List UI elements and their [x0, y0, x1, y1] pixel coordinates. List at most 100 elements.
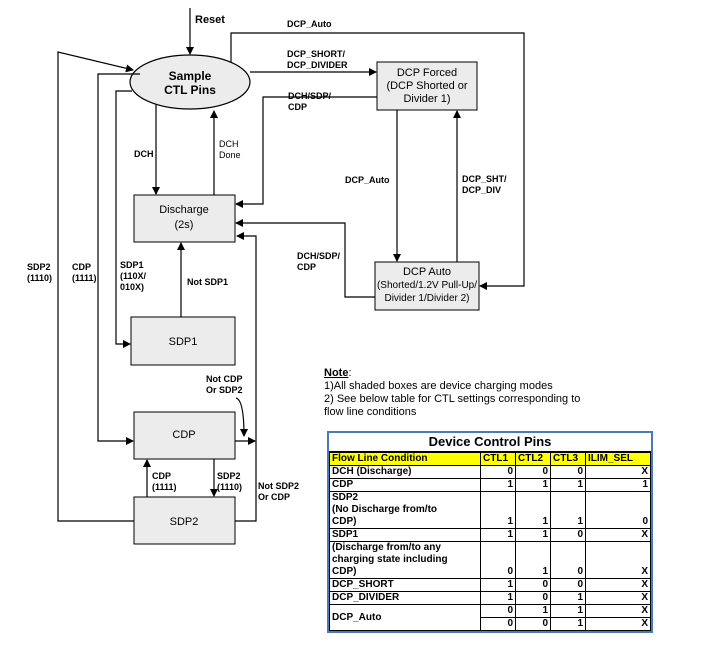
- row-ctl3: 0: [550, 578, 586, 592]
- note-line-1: 1)All shaded boxes are device charging m…: [324, 380, 553, 392]
- condition-line: CDP): [332, 516, 357, 527]
- row-condition: DCP_Auto: [329, 604, 481, 631]
- dch-done-label-2: Done: [219, 150, 241, 160]
- dch-sdp-cdp-top-label-2: CDP: [288, 102, 307, 112]
- row-ctl2: 1: [515, 528, 551, 542]
- table-row: CDP 1 1 1 1: [329, 478, 651, 492]
- header-flow-line-condition: Flow Line Condition: [329, 452, 481, 466]
- dch-sdp-cdp-top-label-1: DCH/SDP/: [288, 91, 332, 101]
- row-ilim-sel: X: [585, 604, 651, 618]
- cdp-1111-low-label-2: (1111): [152, 482, 177, 492]
- row-ilim-sel: 1: [585, 478, 651, 492]
- dcp-forced-label-3: Divider 1): [403, 93, 450, 105]
- dcp-auto-label-1: DCP Auto: [403, 266, 451, 278]
- discharge-label-2: (2s): [175, 219, 194, 231]
- discharge-label-1: Discharge: [159, 204, 209, 216]
- condition-line: (No Discharge from/to: [332, 504, 438, 515]
- row-condition: (Discharge from/to any charging state in…: [329, 541, 481, 579]
- dch-sdp-cdp-mid-label-2: CDP: [297, 262, 316, 272]
- row-condition: SDP1: [329, 528, 481, 542]
- not-sdp2-or-cdp-arrow: [235, 232, 257, 522]
- row-ctl1: 1: [480, 478, 516, 492]
- sdp2-node: [133, 496, 236, 545]
- sdp1-arrow: [115, 90, 132, 348]
- note-title: Note: [324, 367, 349, 379]
- not-cdp-or-sdp2-label-1: Not CDP: [206, 374, 243, 384]
- table-header-row: Flow Line Condition CTL1 CTL2 CTL3 ILIM_…: [329, 452, 651, 466]
- not-sdp2-or-cdp-label-2: Or CDP: [258, 492, 290, 502]
- sample-ctl-pins-node: [129, 54, 251, 110]
- row-ctl1: 1: [480, 591, 516, 605]
- row-ilim-sel: X: [585, 617, 651, 631]
- row-ctl1: 1: [480, 491, 516, 529]
- row-ilim-sel: X: [585, 541, 651, 579]
- row-ilim-sel: X: [585, 465, 651, 479]
- cdp-1111-label-1: CDP: [72, 262, 91, 272]
- cdp-loop-arrow: [97, 73, 140, 445]
- table-row: SDP2 (No Discharge from/to CDP) 1 1 1 0: [329, 491, 651, 529]
- dch-sdp-cdp-mid-label-1: DCH/SDP/: [297, 251, 341, 261]
- row-ctl3: 1: [550, 491, 586, 529]
- row-ctl3: 1: [550, 617, 586, 631]
- cdp-label: CDP: [172, 429, 195, 441]
- dcp-auto-node: [374, 261, 480, 311]
- dcp-forced-label-2: (DCP Shorted or: [386, 80, 467, 92]
- row-ctl3: 1: [550, 591, 586, 605]
- sdp1-label: SDP1: [169, 336, 198, 348]
- note-block: Note: 1)All shaded boxes are device char…: [324, 367, 624, 419]
- sdp2-loop-arrow: [57, 51, 134, 522]
- dcp-sht-div-label-1: DCP_SHT/: [462, 174, 507, 184]
- sdp1-110x-label-1: SDP1: [120, 260, 144, 270]
- cdp-1111-low-label-1: CDP: [152, 471, 171, 481]
- row-ilim-sel: X: [585, 528, 651, 542]
- sample-label-2: CTL Pins: [164, 83, 216, 97]
- dch-done-label-1: DCH: [219, 139, 239, 149]
- not-cdp-or-sdp2-arrow: [235, 397, 248, 437]
- row-ctl2: 1: [515, 478, 551, 492]
- condition-line: charging state including: [332, 554, 448, 565]
- cdp-1111-label-2: (1111): [72, 273, 97, 283]
- dcp-auto-mid-label: DCP_Auto: [345, 175, 390, 185]
- condition-line: CDP): [332, 566, 357, 577]
- dcp-auto-label-2: (Shorted/1.2V Pull-Up/: [377, 280, 477, 291]
- dcp-auto-top-label: DCP_Auto: [287, 19, 332, 29]
- note-line-3: flow line conditions: [324, 406, 417, 418]
- dcp-forced-node: [376, 61, 478, 111]
- table-row: DCP_Auto 0 1 1 X: [329, 604, 651, 631]
- device-control-pins-table: Device Control Pins Flow Line Condition …: [327, 431, 653, 633]
- row-condition: DCP_DIVIDER: [329, 591, 481, 605]
- row-condition: DCH (Discharge): [329, 465, 481, 479]
- cdp-node: [133, 411, 236, 460]
- row-ctl1: 1: [480, 578, 516, 592]
- dcp-forced-label-1: DCP Forced: [397, 67, 457, 79]
- condition-line: (Discharge from/to any: [332, 542, 441, 553]
- row-ctl2: 1: [515, 541, 551, 579]
- table-row: DCP_DIVIDER 1 0 1 X: [329, 591, 651, 605]
- row-ctl2: 0: [515, 578, 551, 592]
- not-sdp1-label: Not SDP1: [187, 277, 228, 287]
- row-ctl3: 0: [550, 528, 586, 542]
- row-ctl2: 0: [515, 591, 551, 605]
- row-ctl1: 0: [480, 541, 516, 579]
- row-ctl1: 1: [480, 528, 516, 542]
- row-condition: DCP_SHORT: [329, 578, 481, 592]
- sdp2-1110-label-2: (1110): [27, 273, 52, 283]
- dcp-sht-div-label-2: DCP_DIV: [462, 185, 501, 195]
- dch-sdp-cdp-top-arrow: [235, 96, 377, 208]
- row-ilim-sel: 0: [585, 491, 651, 529]
- row-condition: CDP: [329, 478, 481, 492]
- row-ilim-sel: X: [585, 591, 651, 605]
- sdp1-node: [130, 316, 236, 366]
- not-cdp-or-sdp2-label-2: Or SDP2: [206, 385, 243, 395]
- reset-label: Reset: [195, 14, 225, 26]
- sdp2-1110-low-label-1: SDP2: [217, 471, 241, 481]
- row-ctl3: 1: [550, 478, 586, 492]
- condition-line: SDP2: [332, 492, 359, 503]
- dcp-short-label-2: DCP_DIVIDER: [287, 60, 348, 70]
- not-sdp2-or-cdp-label-1: Not SDP2: [258, 481, 299, 491]
- dcp-short-label-1: DCP_SHORT/: [287, 49, 346, 59]
- dcp-auto-label-3: Divider 1/Divider 2): [384, 293, 469, 304]
- dch-label: DCH: [134, 149, 154, 159]
- table-row: DCP_SHORT 1 0 0 X: [329, 578, 651, 592]
